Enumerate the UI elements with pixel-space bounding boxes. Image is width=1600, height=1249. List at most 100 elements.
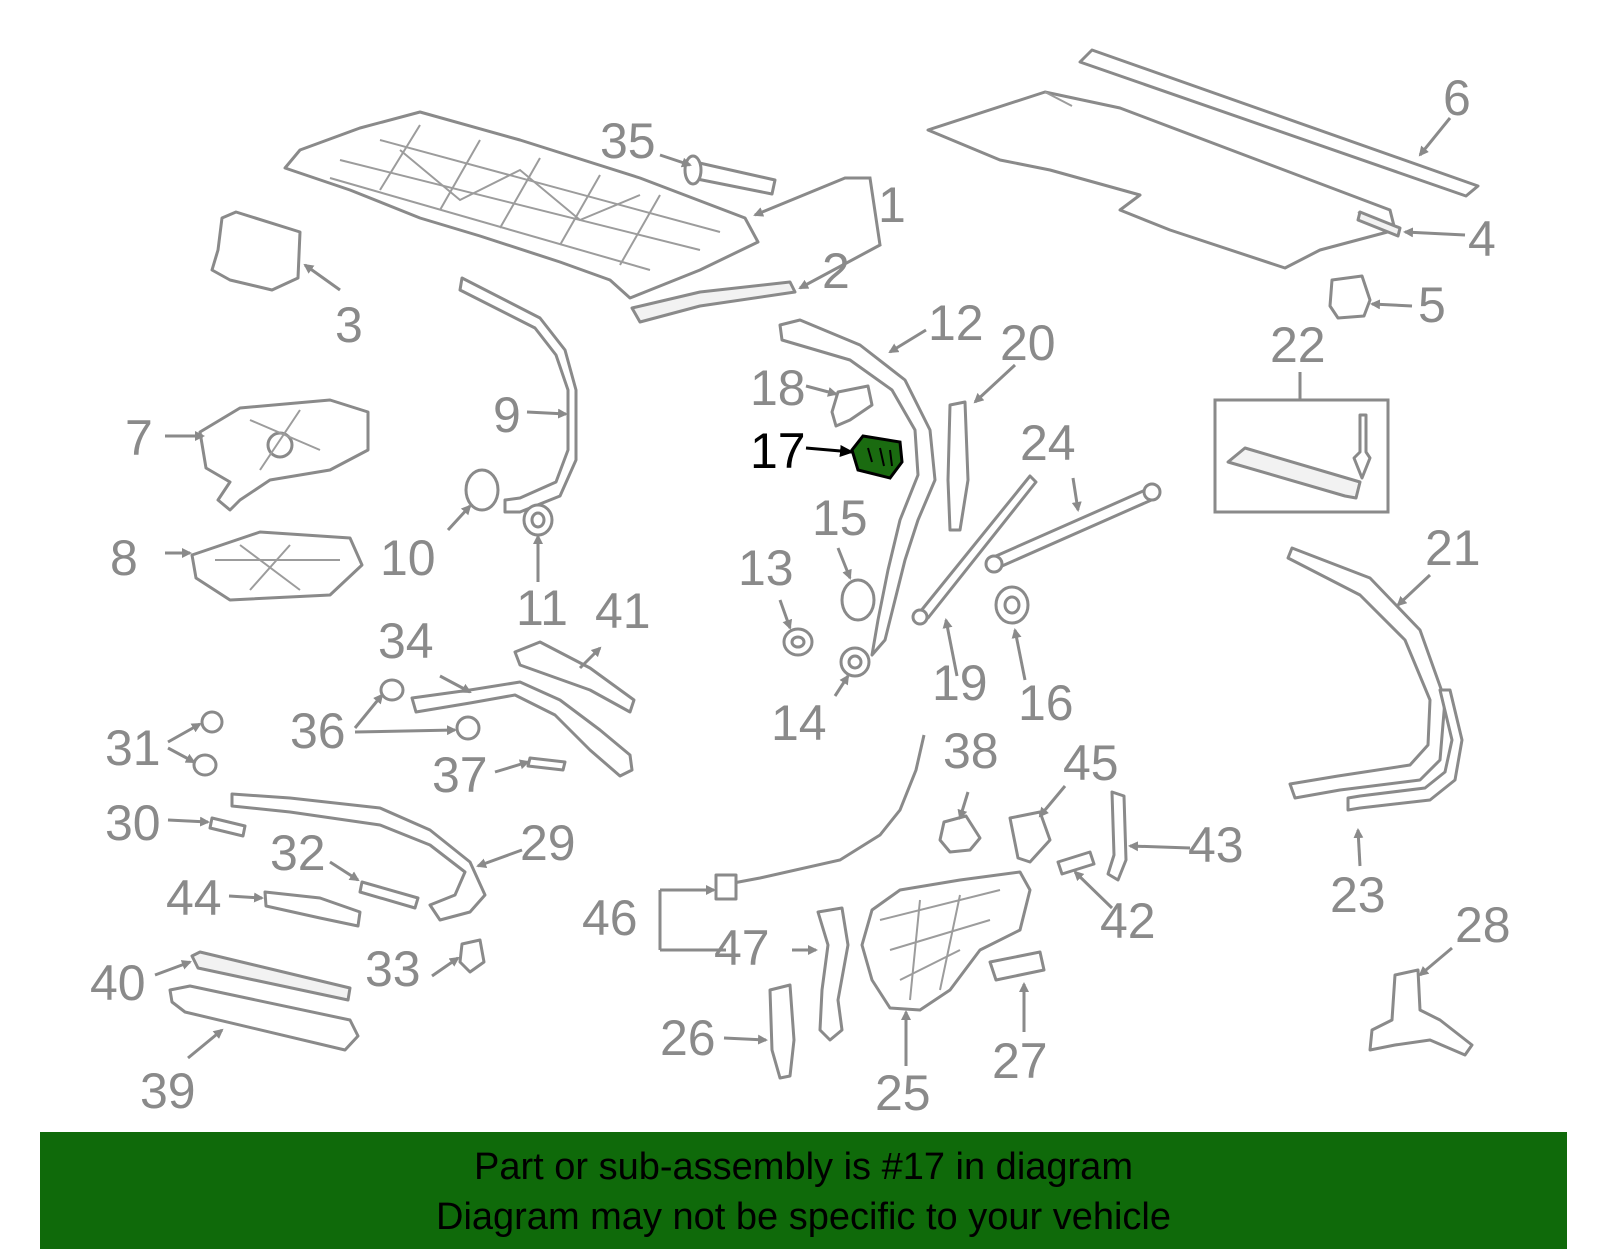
callout-20: 20 (1000, 315, 1056, 371)
part-28-bracket (1368, 968, 1474, 1057)
callout-3: 3 (335, 297, 363, 353)
part-33-clip (458, 938, 486, 974)
callout-45: 45 (1063, 735, 1119, 791)
part-22-kit (1213, 398, 1390, 514)
part-12-hinge-arm (778, 318, 937, 657)
part-36-grommet-a (379, 678, 405, 702)
callout-43: 43 (1188, 817, 1244, 873)
callout-30: 30 (105, 795, 161, 851)
callout-10: 10 (380, 530, 436, 586)
leader-lines (154, 117, 1466, 1066)
callout-40: 40 (90, 955, 146, 1011)
part-29-arm (230, 792, 487, 922)
part-47-lever (816, 906, 850, 1042)
callout-25: 25 (875, 1065, 931, 1121)
callout-44: 44 (166, 870, 222, 926)
callout-13: 13 (738, 540, 794, 596)
callout-26: 26 (660, 1010, 716, 1066)
part-43-link (1106, 790, 1128, 882)
callout-8: 8 (110, 530, 138, 586)
callout-4: 4 (1468, 211, 1496, 267)
callout-42: 42 (1100, 893, 1156, 949)
part-35-pin (683, 154, 777, 196)
part-15-ring (840, 578, 876, 622)
callout-5: 5 (1418, 277, 1446, 333)
part-19-strut (911, 474, 1038, 626)
part-16-grommet (994, 585, 1030, 625)
callout-6: 6 (1443, 70, 1471, 126)
callout-41: 41 (595, 583, 651, 639)
part-31-grommet-b (192, 753, 218, 777)
part-5-clip (1328, 274, 1372, 320)
part-2-seal (630, 280, 797, 324)
callout-24: 24 (1020, 415, 1076, 471)
callout-27: 27 (992, 1033, 1048, 1089)
banner-line-2: Diagram may not be specific to your vehi… (436, 1196, 1171, 1238)
part-17-highlighted[interactable] (850, 434, 904, 480)
part-37-bolt (526, 756, 567, 772)
callout-18: 18 (750, 360, 806, 416)
callout-28: 28 (1455, 897, 1511, 953)
callout-11: 11 (516, 580, 568, 636)
part-46-cable (727, 734, 926, 886)
callout-32: 32 (270, 825, 326, 881)
part-23-seal (1346, 688, 1464, 812)
part-10-ring (464, 468, 500, 512)
callout-29: 29 (520, 815, 576, 871)
callout-39: 39 (140, 1063, 196, 1119)
callout-9: 9 (493, 387, 521, 443)
callout-17-highlighted: 17 (750, 423, 806, 479)
part-40-trim (190, 950, 352, 1002)
part-34-linkage (410, 680, 634, 778)
part-41-trim (513, 640, 636, 714)
callout-22: 22 (1270, 317, 1326, 373)
part-7-motor (198, 398, 370, 512)
part-4-trim (1356, 210, 1402, 238)
part-32-bolt (358, 880, 420, 910)
part-36-grommet-b (455, 715, 481, 741)
part-20-bracket (946, 400, 970, 532)
part-44-bracket (263, 890, 362, 928)
part-3-bracket (210, 210, 302, 292)
part-6-rear-shelf (926, 48, 1480, 270)
part-39-trim (168, 984, 360, 1052)
part-42-plate (1056, 850, 1096, 876)
part-1-rear-frame (283, 110, 760, 300)
callout-46: 46 (582, 890, 638, 946)
part-13-washer (782, 627, 814, 657)
part-21-seal (1286, 546, 1447, 800)
callout-38: 38 (943, 723, 999, 779)
callout-47: 47 (714, 920, 770, 976)
part-45-bracket (1008, 810, 1052, 864)
callout-37: 37 (432, 747, 488, 803)
callout-31: 31 (105, 720, 161, 776)
part-24-strut (984, 482, 1162, 574)
callout-15: 15 (812, 490, 868, 546)
callout-1: 1 (878, 177, 906, 233)
info-banner: Part or sub-assembly is #17 in diagram D… (40, 1132, 1567, 1249)
callout-19: 19 (932, 655, 988, 711)
part-9-arc-rail (458, 276, 578, 514)
part-14-washer (839, 646, 871, 678)
part-18-bracket (830, 384, 874, 428)
callout-12: 12 (928, 295, 984, 351)
callout-35: 35 (600, 113, 656, 169)
callout-34: 34 (378, 613, 434, 669)
part-30-bolt (208, 816, 247, 838)
part-31-grommet-a (200, 710, 224, 734)
part-27-plate (988, 950, 1046, 982)
part-11-grommet (522, 503, 554, 537)
part-46-connector (714, 873, 738, 901)
callout-23: 23 (1330, 867, 1386, 923)
callout-21: 21 (1425, 520, 1481, 576)
part-38-clip (938, 814, 982, 854)
callout-7: 7 (125, 410, 153, 466)
callout-labels: 1 2 3 4 5 6 7 8 9 10 11 12 13 14 15 16 1… (90, 70, 1511, 1121)
callout-16: 16 (1018, 675, 1074, 731)
part-8-tray (190, 530, 364, 602)
callout-33: 33 (365, 941, 421, 997)
callout-2: 2 (822, 243, 850, 299)
callout-14: 14 (771, 695, 827, 751)
callout-36: 36 (290, 703, 346, 759)
